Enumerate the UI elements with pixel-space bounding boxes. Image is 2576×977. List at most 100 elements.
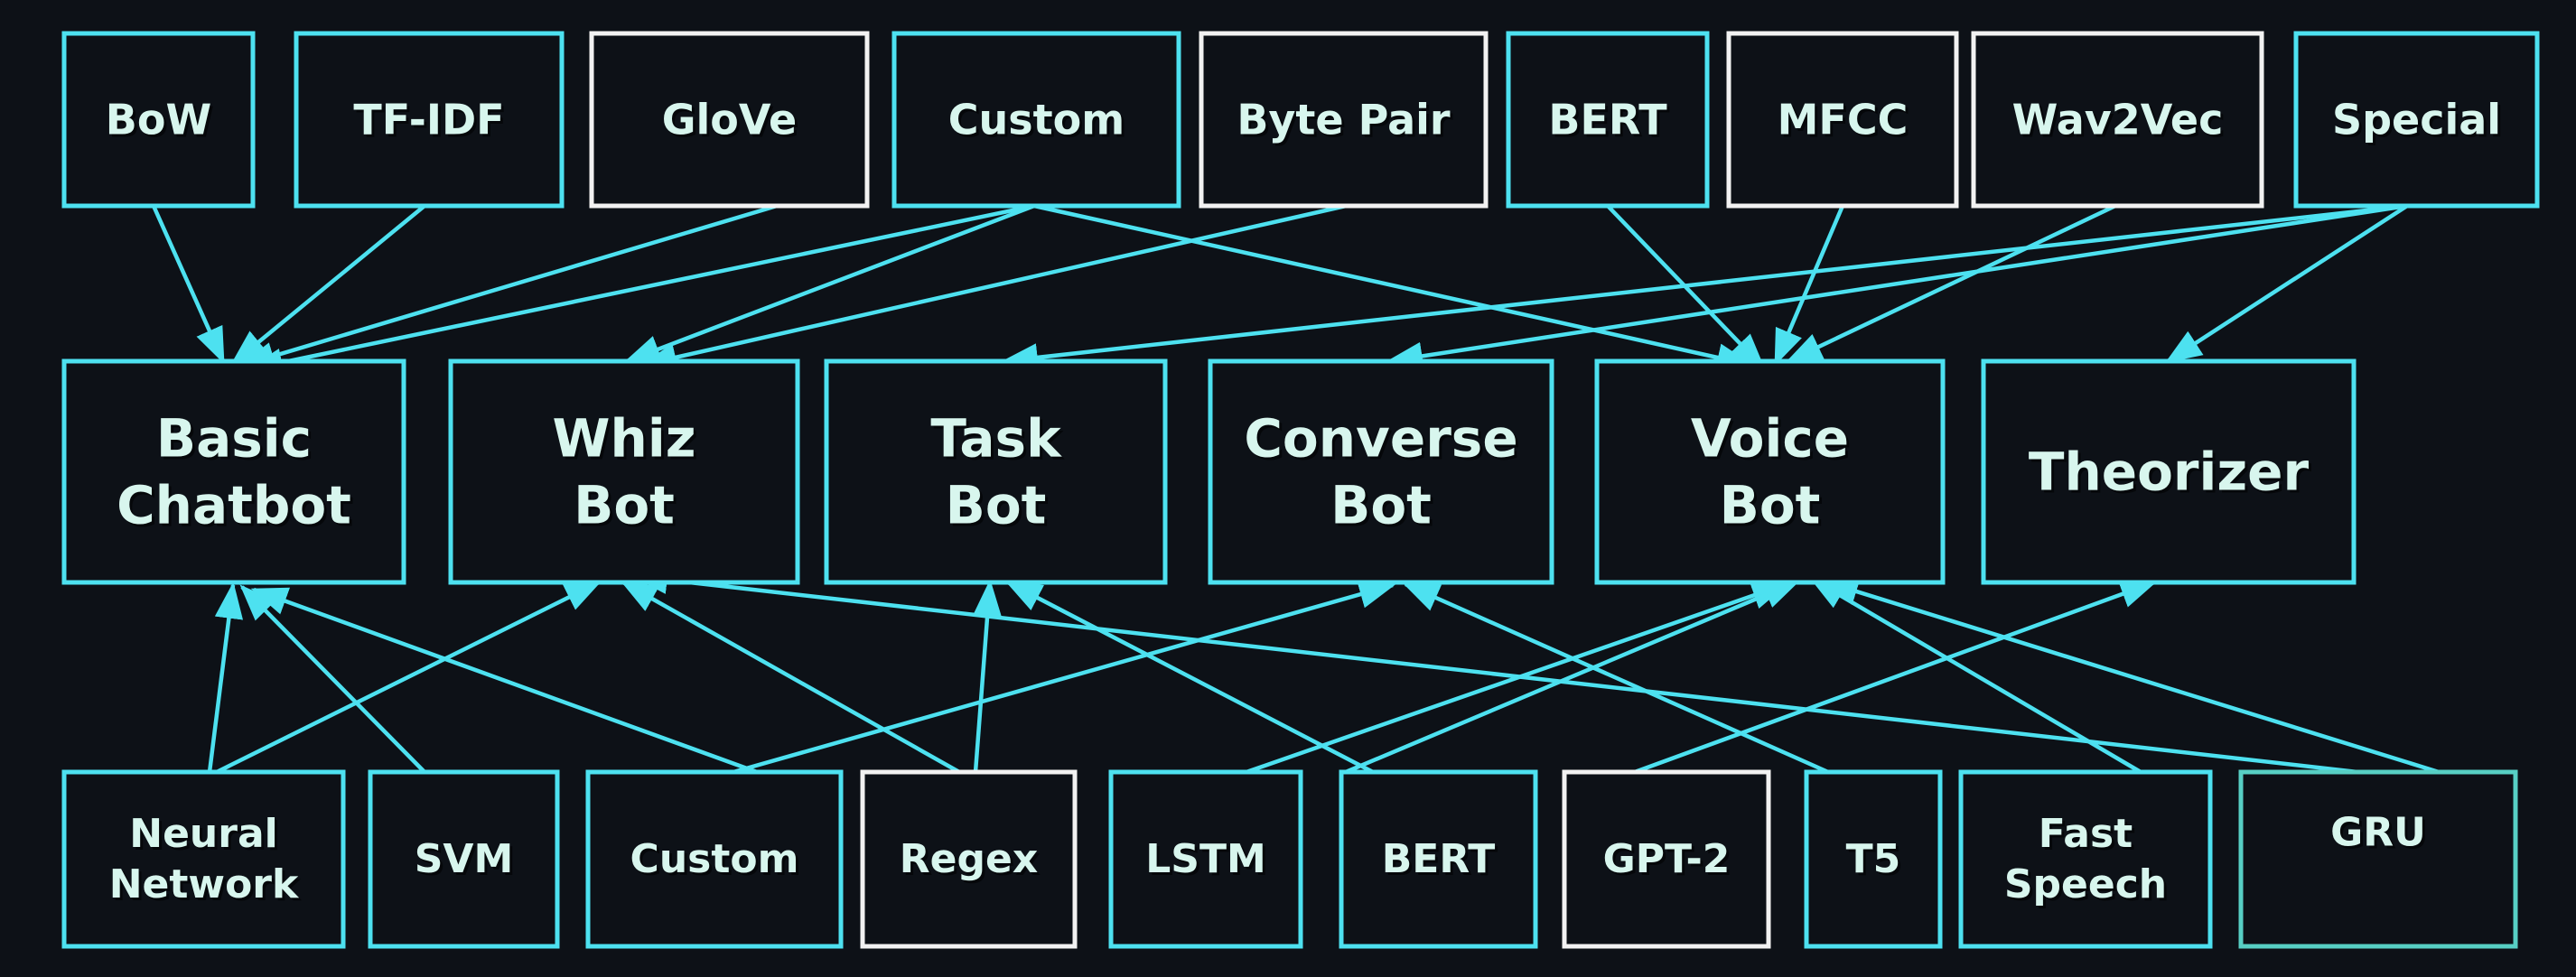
edge-arrow-tfidf-to-basic: [230, 204, 426, 366]
node-box-voice: [1594, 358, 1946, 585]
node-label-lstm: LSTM: [1145, 836, 1266, 882]
node-bert_top: BERT: [1506, 31, 1710, 209]
node-label-svm: SVM: [415, 836, 514, 882]
node-mfcc: MFCC: [1726, 31, 1959, 209]
node-glove: GloVe: [589, 31, 870, 209]
node-box-converse: [1208, 358, 1554, 585]
edge-arrow-nn-to-whiz: [215, 580, 602, 775]
edge-arrow-glove-to-basic: [238, 203, 778, 370]
edge-arrow-custom_top-to-whiz: [623, 203, 1035, 364]
node-box-regex: [860, 769, 1078, 949]
node-box-wav2vec: [1971, 31, 2264, 209]
node-label-theorizer: Theorizer: [2029, 442, 2310, 503]
node-box-custom_bottom: [585, 769, 844, 949]
edge-layer: [151, 203, 2440, 775]
node-box-bytepair: [1199, 31, 1489, 209]
edge-arrow-special-to-theorizer: [2164, 204, 2409, 363]
node-gru: GRU: [2238, 769, 2518, 949]
node-box-gpt2: [1562, 769, 1771, 949]
node-special: Special: [2293, 31, 2540, 209]
node-label-bert_top: BERT: [1548, 96, 1667, 144]
edge-arrow-bert_bottom-to-task: [1004, 581, 1375, 774]
node-box-bow: [61, 31, 256, 209]
node-label-bow: BoW: [106, 96, 211, 144]
node-box-theorizer: [1981, 358, 2357, 585]
node-box-bert_bottom: [1339, 769, 1538, 949]
node-box-custom_top: [891, 31, 1181, 209]
node-box-tfidf: [294, 31, 565, 209]
edge-arrow-regex-to-whiz: [620, 581, 961, 774]
edge-arrow-regex-to-task: [973, 579, 1002, 773]
edge-arrow-custom_top-to-basic: [246, 203, 1035, 377]
node-label-special: Special: [2332, 96, 2501, 144]
node-box-t5: [1804, 769, 1943, 949]
node-theorizer: Theorizer: [1981, 358, 2357, 585]
node-box-bert_top: [1506, 31, 1710, 209]
edge-arrow-wav2vec-to-voice: [1785, 203, 2116, 364]
node-svm: SVM: [368, 769, 560, 949]
node-box-fastspeech: [1958, 769, 2213, 949]
node-tfidf: TF-IDF: [294, 31, 565, 209]
node-label-tfidf: TF-IDF: [353, 96, 504, 144]
edge-arrow-nn-to-basic: [207, 582, 244, 773]
edge-arrow-special-to-task: [1001, 203, 2408, 372]
node-label-glove: GloVe: [662, 96, 797, 144]
edge-arrow-svm-to-basic: [239, 584, 426, 774]
node-label-custom_top: Custom: [948, 96, 1125, 144]
edge-arrow-bow-to-basic: [151, 205, 226, 365]
node-label-bytepair: Byte Pair: [1237, 96, 1451, 144]
node-box-svm: [368, 769, 560, 949]
node-bow: BoW: [61, 31, 256, 209]
node-box-task: [824, 358, 1168, 585]
node-label-bert_bottom: BERT: [1382, 836, 1496, 882]
node-box-basic: [61, 358, 406, 585]
edge-arrow-special-to-converse: [1386, 203, 2408, 371]
node-wav2vec: Wav2Vec: [1971, 31, 2264, 209]
node-bert_bottom: BERT: [1339, 769, 1538, 949]
node-bytepair: Byte Pair: [1199, 31, 1489, 209]
node-custom_top: Custom: [891, 31, 1181, 209]
node-box-glove: [589, 31, 870, 209]
edge-arrow-gru-to-whiz: [630, 565, 2358, 775]
node-box-mfcc: [1726, 31, 1959, 209]
node-label-wav2vec: Wav2Vec: [2012, 96, 2224, 144]
node-box-nn: [61, 769, 346, 949]
node-gpt2: GPT-2: [1562, 769, 1771, 949]
edge-arrow-bert_bottom-to-voice: [1345, 579, 1801, 775]
node-label-gru: GRU: [2330, 810, 2426, 856]
node-label-t5: T5: [1846, 836, 1901, 882]
edge-arrow-t5-to-converse: [1402, 582, 1829, 775]
node-box-special: [2293, 31, 2540, 209]
edge-arrow-custom_top-to-voice: [1033, 203, 1754, 372]
node-regex: Regex: [860, 769, 1078, 949]
edge-arrow-gru-to-voice: [1821, 577, 2440, 775]
node-box-lstm: [1108, 769, 1303, 949]
node-lstm: LSTM: [1108, 769, 1303, 949]
node-label-regex: Regex: [900, 836, 1038, 882]
node-label-mfcc: MFCC: [1778, 96, 1909, 144]
edge-arrow-gpt2-to-theorizer: [1634, 580, 2158, 775]
node-label-custom_bottom: Custom: [630, 836, 799, 882]
node-box-gru: [2238, 769, 2518, 949]
edge-arrow-custom_bottom-to-converse: [733, 580, 1396, 775]
node-box-whiz: [448, 358, 800, 585]
edge-arrow-custom_bottom-to-basic: [250, 587, 758, 775]
node-custom_bottom: Custom: [585, 769, 844, 949]
